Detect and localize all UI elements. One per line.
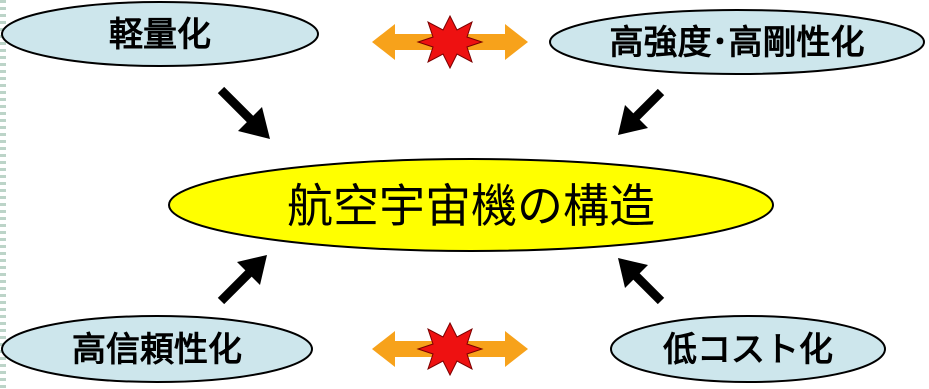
node-bottom-right-label: 低コスト化 xyxy=(663,330,833,370)
node-bottom-left-label: 高信頼性化 xyxy=(72,330,242,370)
node-bottom-left: 高信頼性化 xyxy=(1,315,313,383)
center-node-label: 航空宇宙機の構造 xyxy=(287,179,655,233)
center-node: 航空宇宙機の構造 xyxy=(168,158,774,252)
node-top-left: 軽量化 xyxy=(1,1,319,67)
arrow-from-bottom-left xyxy=(217,255,267,305)
arrow-from-top-left xyxy=(217,86,270,139)
node-top-right: 高強度･高剛性化 xyxy=(549,9,925,75)
margin-dashed-rule xyxy=(0,0,6,389)
conflict-arrow-top xyxy=(372,14,528,70)
conflict-arrow-bottom xyxy=(372,321,528,377)
node-top-right-label: 高強度･高剛性化 xyxy=(610,23,865,63)
node-bottom-right: 低コスト化 xyxy=(610,315,886,383)
arrow-from-top-right xyxy=(618,88,665,135)
node-top-left-label: 軽量化 xyxy=(109,15,211,55)
burst-icon-bottom xyxy=(416,321,484,377)
arrow-from-bottom-right xyxy=(618,258,665,305)
burst-icon-top xyxy=(416,14,484,70)
